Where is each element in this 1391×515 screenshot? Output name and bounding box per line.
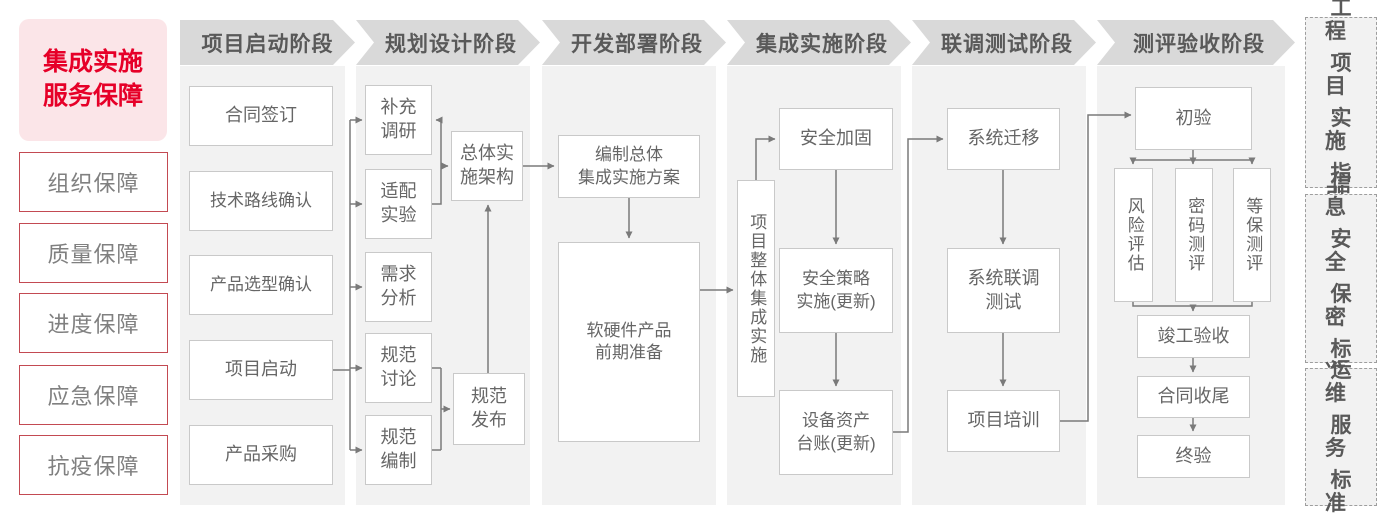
node-asset-ledger-update: 设备资产 台账(更新) — [779, 390, 893, 475]
node-completion-acceptance: 竣工验收 — [1137, 315, 1250, 358]
phase-header-project-start: 项目启动阶段 — [180, 20, 355, 65]
standard-line: 运维 — [1325, 358, 1363, 405]
standard-line: 保密 — [1325, 283, 1363, 330]
phase-header-integration: 集成实施阶段 — [727, 20, 911, 65]
standard-line: 信息 — [1325, 172, 1363, 219]
node-final-acceptance: 终验 — [1137, 435, 1250, 478]
standard-line: 项目 — [1325, 51, 1363, 98]
guarantee-item-epidemic: 抗疫保障 — [19, 435, 168, 495]
node-tech-route-confirm: 技术路线确认 — [189, 171, 333, 231]
standard-box-project-guide: 工程 项目 实施 指引 — [1305, 0, 1377, 208]
node-joint-commissioning-test: 系统联调 测试 — [947, 248, 1060, 333]
phase-header-acceptance: 测评验收阶段 — [1097, 20, 1295, 65]
guarantee-item-organization: 组织保障 — [19, 152, 168, 212]
service-guarantee-title: 集成实施 服务保障 — [19, 19, 167, 141]
standard-line: 实施 — [1325, 107, 1363, 154]
node-security-hardening: 安全加固 — [779, 108, 893, 170]
node-hw-sw-preparation: 软硬件产品 前期准备 — [558, 242, 700, 442]
node-adaptation-experiment: 适配 实验 — [365, 169, 432, 239]
standard-line: 服务 — [1325, 413, 1363, 460]
node-supplementary-research: 补充 调研 — [365, 85, 432, 155]
standard-line: 工程 — [1325, 0, 1363, 43]
node-preliminary-acceptance: 初验 — [1135, 87, 1252, 150]
guarantee-item-schedule: 进度保障 — [19, 293, 168, 353]
node-product-procurement: 产品采购 — [189, 425, 333, 485]
node-security-policy-implementation: 安全策略 实施(更新) — [779, 248, 893, 333]
node-overall-project-integration: 项目整体集成实施 — [737, 180, 775, 397]
node-overall-implementation-architecture: 总体实 施架构 — [451, 131, 523, 201]
standard-line: 安全 — [1325, 227, 1363, 274]
phase-header-joint-test: 联调测试阶段 — [912, 20, 1096, 65]
standard-line: 标准 — [1325, 469, 1363, 515]
phase-header-dev-deploy: 开发部署阶段 — [542, 20, 726, 65]
node-project-kickoff: 项目启动 — [189, 340, 333, 400]
guarantee-item-emergency: 应急保障 — [19, 365, 168, 425]
node-system-migration: 系统迁移 — [947, 108, 1060, 170]
node-cryptography-evaluation: 密码测评 — [1175, 168, 1213, 302]
guarantee-item-quality: 质量保障 — [19, 223, 168, 283]
node-requirement-analysis: 需求 分析 — [365, 252, 432, 322]
node-project-training: 项目培训 — [947, 390, 1060, 452]
node-product-selection-confirm: 产品选型确认 — [189, 255, 333, 315]
node-contract-signing: 合同签订 — [189, 86, 333, 146]
node-spec-release: 规范 发布 — [453, 373, 525, 445]
node-spec-drafting: 规范 编制 — [365, 415, 432, 485]
node-classified-protection-evaluation: 等保测评 — [1233, 168, 1271, 302]
node-contract-closure: 合同收尾 — [1137, 376, 1250, 418]
node-risk-assessment: 风险评估 — [1114, 168, 1153, 302]
phase-header-planning-design: 规划设计阶段 — [356, 20, 540, 65]
standard-box-infosec-confidentiality: 信息 安全 保密 标准 — [1305, 173, 1377, 384]
node-spec-discussion: 规范 讨论 — [365, 333, 432, 403]
node-overall-integration-plan: 编制总体 集成实施方案 — [558, 135, 700, 198]
standard-box-ops-service: 运维 服务 标准 — [1305, 359, 1377, 515]
